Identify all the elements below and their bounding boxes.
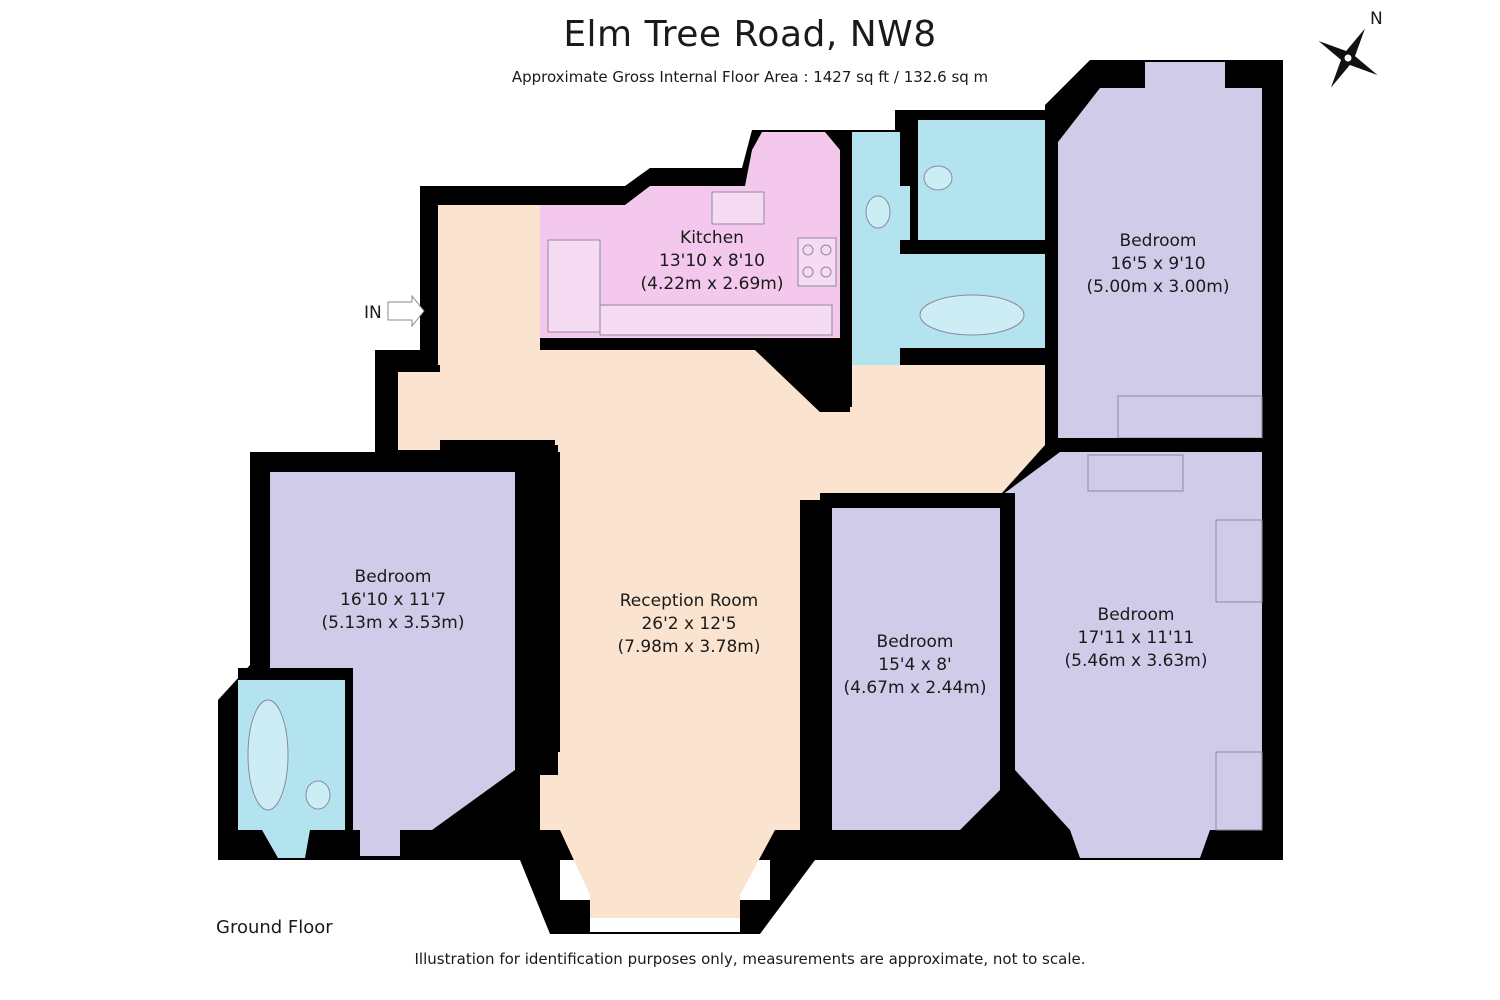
bathrooms — [238, 120, 1050, 858]
kitchen-area — [540, 132, 840, 338]
disclaimer: Illustration for identification purposes… — [414, 950, 1086, 968]
room-bedroom-s: Bedroom 15'4 x 8' (4.67m x 2.44m) — [844, 632, 987, 698]
entrance-label: IN — [364, 303, 382, 323]
floor-label: Ground Floor — [216, 917, 333, 938]
hallway — [398, 205, 1045, 918]
sink-icon — [711, 191, 765, 225]
hob-icon — [797, 237, 837, 287]
room-metric: (7.98m x 3.78m) — [618, 637, 761, 657]
room-imperial: 13'10 x 8'10 — [659, 251, 765, 271]
room-bedroom-w: Bedroom 16'10 x 11'7 (5.13m x 3.53m) — [322, 567, 465, 633]
room-name: Bedroom — [355, 567, 432, 587]
compass-label: N — [1370, 9, 1383, 29]
room-name: Bedroom — [1120, 231, 1197, 251]
room-reception: Reception Room 26'2 x 12'5 (7.98m x 3.78… — [618, 591, 761, 657]
room-imperial: 16'10 x 11'7 — [340, 590, 446, 610]
floor-area-subtitle: Approximate Gross Internal Floor Area : … — [511, 68, 989, 86]
kitchen-counter — [547, 239, 601, 333]
room-name: Reception Room — [620, 591, 758, 611]
room-bedroom-ne: Bedroom 16'5 x 9'10 (5.00m x 3.00m) — [1087, 231, 1230, 297]
room-metric: (4.67m x 2.44m) — [844, 678, 987, 698]
room-name: Bedroom — [877, 632, 954, 652]
room-name: Bedroom — [1098, 605, 1175, 625]
bath-icon — [919, 294, 1025, 336]
room-name: Kitchen — [680, 228, 744, 248]
room-kitchen: Kitchen 13'10 x 8'10 (4.22m x 2.69m) — [641, 228, 784, 294]
bath-icon-west — [247, 699, 289, 811]
room-metric: (5.13m x 3.53m) — [322, 613, 465, 633]
compass-north-icon — [1318, 28, 1378, 88]
room-metric: (5.46m x 3.63m) — [1065, 651, 1208, 671]
entrance-arrow-icon — [387, 294, 425, 328]
room-imperial: 26'2 x 12'5 — [641, 614, 736, 634]
bedrooms — [270, 62, 1263, 858]
room-bedroom-se: Bedroom 17'11 x 11'11 (5.46m x 3.63m) — [1065, 605, 1208, 671]
toilet-icon — [865, 195, 891, 229]
room-metric: (5.00m x 3.00m) — [1087, 277, 1230, 297]
room-imperial: 16'5 x 9'10 — [1110, 254, 1205, 274]
interior-walls — [238, 110, 1262, 830]
room-metric: (4.22m x 2.69m) — [641, 274, 784, 294]
room-imperial: 17'11 x 11'11 — [1078, 628, 1195, 648]
plan-title: Elm Tree Road, NW8 — [563, 14, 937, 55]
room-imperial: 15'4 x 8' — [878, 655, 951, 675]
